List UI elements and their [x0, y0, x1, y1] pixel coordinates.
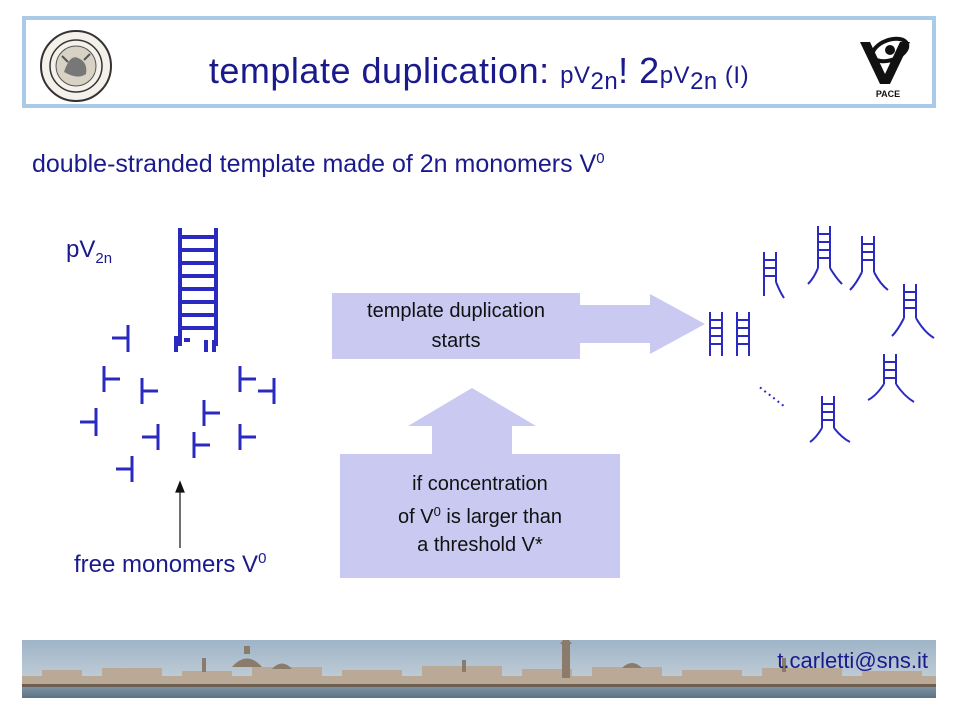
arrow-up — [408, 388, 536, 455]
duplicated-templates — [709, 226, 935, 443]
box-starts-line2: starts — [431, 330, 481, 352]
subtitle-text: double-stranded template made of 2n mono… — [32, 150, 597, 178]
separating-strand — [763, 252, 785, 299]
duplication-starts-box: template duplication starts — [332, 293, 580, 359]
monomer — [116, 456, 134, 482]
subtitle-sup: 0 — [596, 150, 605, 167]
pointer-arrow — [175, 480, 185, 548]
box-cond-line2b: is larger than — [440, 506, 562, 528]
arrow-right — [578, 294, 705, 354]
template-label-sub: 2n — [95, 250, 113, 267]
box-cond-line2: of V0 is larger than — [340, 498, 620, 531]
monomer — [142, 424, 160, 450]
box-starts-line1: template duplication — [367, 300, 545, 322]
separating-strand — [891, 284, 935, 339]
separating-strand — [807, 226, 843, 285]
monomer — [112, 325, 130, 352]
title-p2: pV — [659, 62, 691, 89]
pace-logo-icon: PACE — [860, 36, 910, 99]
strand-pair — [736, 312, 750, 356]
free-monomers — [80, 325, 276, 482]
slide-title: template duplication: pV2n! 2pV2n (I) — [26, 50, 932, 96]
monomer — [80, 408, 98, 436]
footer-panorama: t.carletti@sns.it — [22, 640, 936, 698]
contact-email[interactable]: t.carletti@sns.it — [777, 648, 928, 673]
monomer — [192, 432, 210, 458]
subtitle: double-stranded template made of 2n mono… — [32, 150, 605, 179]
box-cond-sup: 0 — [433, 504, 441, 519]
separating-strand — [867, 354, 915, 403]
separating-strand — [849, 236, 889, 291]
monomer — [102, 366, 120, 392]
template-label: pV2n — [66, 236, 112, 267]
title-arrow-glyph: ! 2 — [618, 50, 660, 91]
monomer — [140, 378, 158, 404]
box-cond-line3: a threshold V* — [417, 534, 543, 556]
box-cond-line2a: of V — [398, 506, 434, 528]
separating-strand — [809, 396, 851, 443]
title-main: template duplication: — [208, 50, 561, 91]
ellipsis: ...... — [755, 374, 795, 412]
svg-text:PACE: PACE — [876, 89, 900, 99]
free-monomers-label: free monomers V0 — [74, 550, 266, 579]
monomer — [238, 424, 256, 450]
monomer — [202, 400, 220, 426]
condition-box: if concentration of V0 is larger than a … — [340, 454, 620, 578]
university-seal-icon — [40, 30, 112, 102]
free-label-text: free monomers V — [74, 551, 259, 578]
title-suffix: (I) — [717, 62, 750, 89]
title-p1: pV — [560, 62, 591, 89]
venice-skyline-image — [22, 640, 936, 698]
title-p1-sub: 2n — [590, 68, 619, 95]
title-p2-sub: 2n — [690, 68, 718, 95]
title-frame: template duplication: pV2n! 2pV2n (I) PA… — [22, 16, 936, 108]
free-label-sup: 0 — [258, 550, 267, 567]
monomer — [238, 366, 256, 392]
monomer — [258, 378, 276, 404]
template-ladder — [174, 228, 218, 352]
box-cond-line1: if concentration — [412, 473, 548, 495]
template-label-text: pV — [66, 236, 96, 263]
strand-pair — [709, 312, 723, 356]
